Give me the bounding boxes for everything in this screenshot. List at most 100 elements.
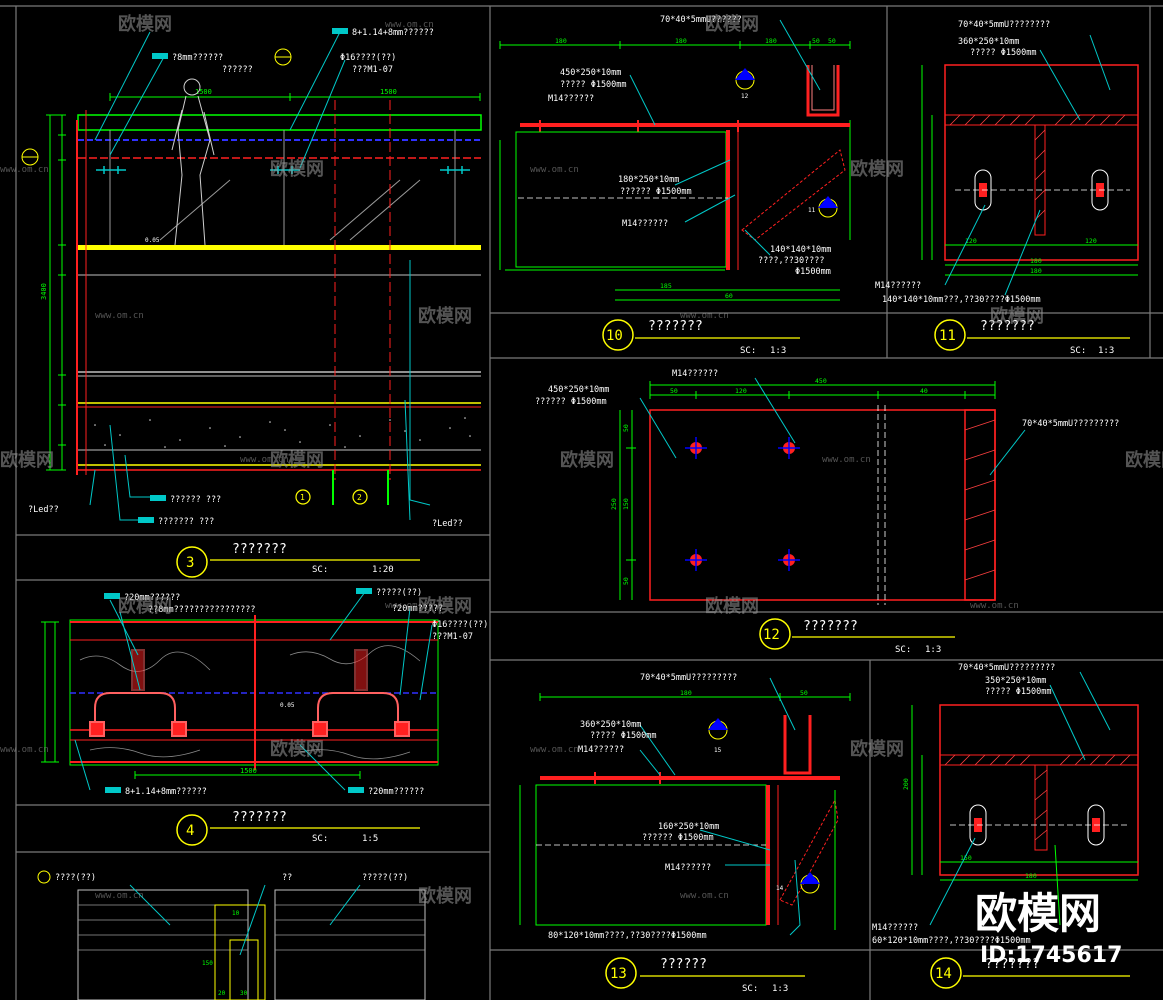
p4-note-8: ?20mm??????: [368, 787, 424, 797]
p14-note-4: M14??????: [872, 923, 918, 933]
p12-note-4: 70*40*5mmU?????????: [1022, 419, 1119, 429]
p12-dim-s1: 50: [622, 424, 630, 432]
panel-12-plate: 450 50 120 40 50 150 50 250 450*250*10mm…: [535, 369, 1119, 655]
p3-note-steel-2: ??????: [222, 65, 253, 75]
watermark-brand: 欧模网: [0, 449, 54, 471]
watermark-brand: 欧模网: [270, 158, 324, 180]
watermark-brand: 欧模网: [118, 13, 172, 35]
panel-5-partial: ????(??) ?? ?????(??) 10 150 20 30: [37, 870, 426, 1000]
p4-title-block: 4 ??????? SC: 1:5: [176, 810, 420, 846]
watermark-site: www.om.cn: [385, 20, 434, 30]
panel-11-section: 120 180 120 180 70*40*5mmU???????? 360*2…: [875, 20, 1139, 356]
p4-scale-label: SC:: [312, 834, 328, 844]
p10-note-9: ????,??30????: [758, 256, 825, 266]
p11-number: 11: [939, 328, 956, 344]
p3-title: ???????: [232, 542, 287, 557]
p3-note-a: ?????? ???: [170, 495, 221, 505]
p10-dim-4: 50: [812, 37, 820, 45]
p10-mark-12: 12: [741, 93, 749, 100]
p13-note-4: M14??????: [578, 745, 624, 755]
watermark-brand: 欧模网: [990, 305, 1044, 327]
p5-note-3: ?????(??): [362, 873, 408, 883]
p12-dim-2: 50: [670, 387, 678, 395]
p11-note-2: 360*250*10mm: [958, 37, 1019, 47]
p5-dim-1: 10: [232, 910, 240, 917]
p4-note-7: 8+1.14+8mm??????: [125, 787, 207, 797]
p10-dim-2: 180: [675, 37, 687, 45]
p4-note-6: ???M1-07: [432, 632, 473, 642]
p11-title: ???????: [980, 319, 1035, 334]
p14-title: ???????: [985, 957, 1040, 972]
p14-note-3: ????? Φ1500mm: [985, 687, 1052, 697]
panel-14-section: 150 180 200 70*40*5mmU????????? 350*250*…: [872, 663, 1139, 989]
watermark-brand: 欧模网: [850, 158, 904, 180]
sheet-frame: [0, 5, 1163, 1000]
panel-3-elevation: 1500 1500 3400: [21, 28, 482, 578]
p10-note-6: ?????? Φ1500mm: [620, 187, 692, 197]
watermark-site: www.om.cn: [95, 311, 144, 321]
p3-note-led: ?Led??: [28, 505, 59, 515]
p11-note-5: 140*140*10mm???,??30????Φ1500mm: [882, 295, 1041, 305]
watermark-site: www.om.cn: [822, 455, 871, 465]
p13-note-2: 360*250*10mm: [580, 720, 641, 730]
p14-note-2: 350*250*10mm: [985, 676, 1046, 686]
panel-4-detail: 1500 0.05 ?20mm?????? ??8mm?????????????…: [41, 588, 488, 846]
p4-note-4: ?20mm?????: [392, 604, 443, 614]
p3-scale: 1:20: [372, 565, 394, 575]
watermark-site: www.om.cn: [385, 601, 434, 611]
p13-scale: 1:3: [772, 984, 788, 994]
p10-dim-1: 180: [555, 37, 567, 45]
p10-mark-11: 11: [808, 207, 816, 214]
p13-note-7: M14??????: [665, 863, 711, 873]
p13-scale-label: SC:: [742, 984, 758, 994]
watermark-brand: 欧模网: [270, 449, 324, 471]
p4-dim-bottom: 1500: [240, 767, 257, 775]
p10-note-3: ????? Φ1500mm: [560, 80, 627, 90]
p10-note-7: M14??????: [622, 219, 668, 229]
p10-dim-3: 180: [765, 37, 777, 45]
p11-dim-4: 180: [1030, 267, 1042, 275]
p12-dim-s2: 150: [622, 498, 630, 510]
p13-number: 13: [610, 966, 627, 982]
p3-note-b: ??????? ???: [158, 517, 214, 527]
p13-note-3: ????? Φ1500mm: [590, 731, 657, 741]
p4-clamp-left: [89, 649, 187, 737]
watermark-site: www.om.cn: [240, 455, 289, 465]
p10-dim-5: 50: [828, 37, 836, 45]
p5-note-1: ????(??): [55, 873, 96, 883]
p4-note-3: ?????(??): [376, 588, 422, 598]
p3-note-glass: 8+1.14+8mm??????: [352, 28, 434, 38]
watermark-brand: 欧模网: [118, 595, 172, 617]
p13-note-5: 160*250*10mm: [658, 822, 719, 832]
p12-dim-3: 120: [735, 387, 747, 395]
p13-dim-2: 50: [800, 689, 808, 697]
p10-note-2: 450*250*10mm: [560, 68, 621, 78]
p10-dim-b1: 185: [660, 282, 672, 290]
watermark-brand: 欧模网: [705, 13, 759, 35]
watermark-site: www.om.cn: [970, 601, 1019, 611]
watermark-site: www.om.cn: [680, 311, 729, 321]
p11-dim-2: 180: [1030, 257, 1042, 265]
p14-title-block: 14 ???????: [930, 957, 1130, 989]
p3-dim-top-1: 1500: [195, 88, 212, 96]
watermark-site: www.om.cn: [0, 165, 49, 175]
p10-dim-b2: 60: [725, 292, 733, 300]
watermark-brand: 欧模网: [270, 738, 324, 760]
corner-id: ID:1745617: [980, 943, 1122, 968]
p4-clamp-right: [312, 649, 410, 737]
p3-number: 3: [186, 555, 194, 571]
p11-dim-3: 120: [1085, 237, 1097, 245]
p11-note-3: ????? Φ1500mm: [970, 48, 1037, 58]
p12-dim-s4: 250: [610, 498, 618, 510]
p3-marker-1: 1: [300, 493, 305, 502]
p5-dim-4: 30: [240, 990, 248, 997]
p10-section-mark-12: 12: [735, 68, 755, 100]
p3-scale-label: SC:: [312, 565, 328, 575]
person-silhouette: [171, 78, 215, 246]
p10-scale-label: SC:: [740, 346, 756, 356]
p12-scale: 1:3: [925, 645, 941, 655]
watermark-brand: 欧模网: [418, 305, 472, 327]
p13-note-6: ?????? Φ1500mm: [642, 833, 714, 843]
corner-brand: 欧模网: [975, 889, 1101, 938]
floor-speckle-fill: [94, 417, 471, 448]
